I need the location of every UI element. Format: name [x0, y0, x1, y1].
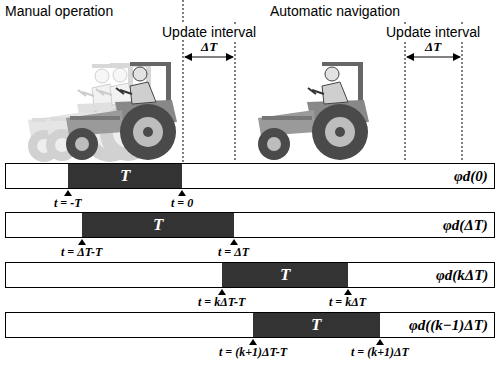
time-window-bar: φd((k−1)ΔT) T [5, 312, 495, 338]
window-block: T [68, 164, 182, 188]
window-block: T [222, 263, 348, 287]
interval-label: Update interval [160, 24, 258, 40]
window-length: T [280, 266, 290, 285]
region-label: Automatic navigation [268, 3, 402, 19]
heading-label: φd(0) [454, 168, 488, 185]
time-window-bar: φd(kΔT) T [5, 262, 495, 288]
window-length: T [153, 216, 163, 235]
heading-label: φd(ΔT) [443, 217, 488, 234]
time-label: t = (k+1)ΔT [351, 346, 409, 360]
time-label: t = ΔT-T [61, 246, 102, 260]
time-label: t = 0 [171, 197, 193, 211]
heading-label: φd((k−1)ΔT) [409, 317, 488, 334]
interval-arrow [185, 57, 460, 58]
window-length: T [120, 167, 130, 186]
window-block: T [253, 313, 380, 337]
window-block: T [82, 213, 234, 237]
time-window-bar: φd(ΔT) T [5, 212, 495, 238]
interval-symbol: ΔT [423, 40, 443, 55]
window-length: T [311, 316, 321, 335]
time-window-bar: φd(0) T [5, 163, 495, 189]
heading-label: φd(kΔT) [436, 267, 488, 284]
time-label: t = ΔT [218, 246, 249, 260]
region-label: Manual operation [3, 3, 115, 19]
time-label: t = kΔT-T [198, 296, 245, 310]
time-label: t = kΔT [329, 296, 366, 310]
time-label: t = -T [54, 197, 82, 211]
interval-symbol: ΔT [199, 40, 219, 55]
interval-label: Update interval [384, 24, 482, 40]
time-label: t = (k+1)ΔT-T [219, 346, 287, 360]
tractor-figure [66, 62, 369, 160]
